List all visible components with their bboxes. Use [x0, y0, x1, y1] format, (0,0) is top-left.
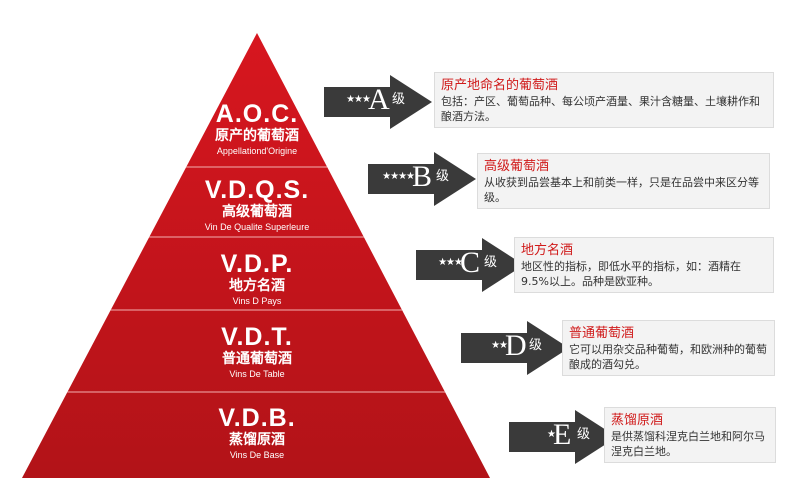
- tier-cn: 普通葡萄酒: [222, 351, 292, 367]
- star-icon: ★★★★: [382, 171, 415, 182]
- grade-suffix: 级: [484, 255, 498, 270]
- box-title: 原产地命名的葡萄酒: [441, 78, 559, 93]
- tier-vdb: V.D.B. 蒸馏原酒 Vins De Base: [157, 404, 357, 461]
- grade-letter: A: [368, 83, 390, 116]
- tier-vdp: V.D.P. 地方名酒 Vins D Pays: [157, 250, 357, 307]
- tier-code: V.D.B.: [218, 404, 296, 432]
- tier-cn: 地方名酒: [229, 278, 285, 294]
- star-icon: ★★: [491, 340, 508, 351]
- tier-cn: 原产的葡萄酒: [215, 128, 299, 144]
- arrow-shape: [324, 75, 432, 129]
- grade-arrow-b: ★★★★ B 级: [366, 150, 479, 208]
- tier-vdt: V.D.T. 普通葡萄酒 Vins De Table: [157, 323, 357, 380]
- pyramid-shape: [22, 33, 490, 478]
- arrow-shape: [509, 410, 617, 464]
- description-box-c: 地方名酒 地区性的指标，即低水平的指标，如：酒精在9.5%以上。品种是欧亚种。: [514, 237, 774, 293]
- grade-arrow-e: ★ E 级: [507, 408, 620, 466]
- tier-code: V.D.T.: [221, 323, 293, 351]
- tier-en: Appellationd'Origine: [216, 146, 298, 156]
- star-icon: ★: [547, 429, 556, 440]
- tier-cn: 蒸馏原酒: [229, 432, 285, 448]
- star-icon: ★★★: [438, 257, 463, 268]
- grade-suffix: 级: [577, 427, 591, 442]
- grade-suffix: 级: [392, 92, 406, 107]
- description-box-d: 普通葡萄酒 它可以用杂交品种葡萄，和欧洲种的葡萄酿成的酒勾兑。: [562, 320, 775, 376]
- description-box-a: 原产地命名的葡萄酒 包括：产区、葡萄品种、每公顷产酒量、果汁含糖量、土壤耕作和酿…: [434, 72, 774, 128]
- grade-letter: B: [412, 160, 433, 193]
- description-box-e: 蒸馏原酒 是供蒸馏科涅克白兰地和阿尔马涅克白兰地。: [604, 407, 776, 463]
- tier-en: Vins De Base: [229, 450, 285, 460]
- tier-cn: 高级葡萄酒: [222, 204, 292, 220]
- tier-code: A.O.C.: [215, 100, 299, 128]
- grade-arrow-a: ★★★ A 级: [322, 73, 435, 131]
- tier-en: Vins De Table: [229, 369, 285, 379]
- grade-suffix: 级: [529, 338, 543, 353]
- box-title: 普通葡萄酒: [569, 326, 635, 341]
- box-body: 地区性的指标，即低水平的指标，如：酒精在9.5%以上。品种是欧亚种。: [521, 260, 741, 288]
- arrow-shape: [461, 321, 569, 375]
- tier-en: Vin De Qualite Superleure: [204, 222, 310, 232]
- grade-letter: D: [505, 329, 527, 362]
- grade-suffix: 级: [436, 169, 450, 184]
- tier-code: V.D.P.: [220, 250, 294, 278]
- tier-aoc: A.O.C. 原产的葡萄酒 Appellationd'Origine: [157, 100, 357, 157]
- arrow-shape: [416, 238, 524, 292]
- box-body: 从收获到品尝基本上和前类一样，只是在品尝中来区分等级。: [484, 176, 759, 204]
- box-title: 蒸馏原酒: [611, 413, 664, 428]
- grade-arrow-d: ★★ D 级: [459, 319, 572, 377]
- box-title: 高级葡萄酒: [484, 159, 550, 174]
- tier-code: V.D.Q.S.: [204, 176, 310, 204]
- box-title: 地方名酒: [521, 243, 574, 258]
- star-icon: ★★★: [346, 94, 371, 105]
- grade-arrow-c: ★★★ C 级: [414, 236, 527, 294]
- grade-letter: C: [460, 246, 481, 279]
- box-body: 它可以用杂交品种葡萄，和欧洲种的葡萄酿成的酒勾兑。: [569, 343, 767, 371]
- box-body: 包括：产区、葡萄品种、每公顷产酒量、果汁含糖量、土壤耕作和酿酒方法。: [441, 95, 760, 123]
- tier-en: Vins D Pays: [232, 296, 282, 306]
- description-box-b: 高级葡萄酒 从收获到品尝基本上和前类一样，只是在品尝中来区分等级。: [477, 153, 770, 209]
- tier-vdqs: V.D.Q.S. 高级葡萄酒 Vin De Qualite Superleure: [157, 176, 357, 233]
- grade-letter: E: [553, 418, 572, 451]
- box-body: 是供蒸馏科涅克白兰地和阿尔马涅克白兰地。: [611, 430, 765, 458]
- arrow-shape: [368, 152, 476, 206]
